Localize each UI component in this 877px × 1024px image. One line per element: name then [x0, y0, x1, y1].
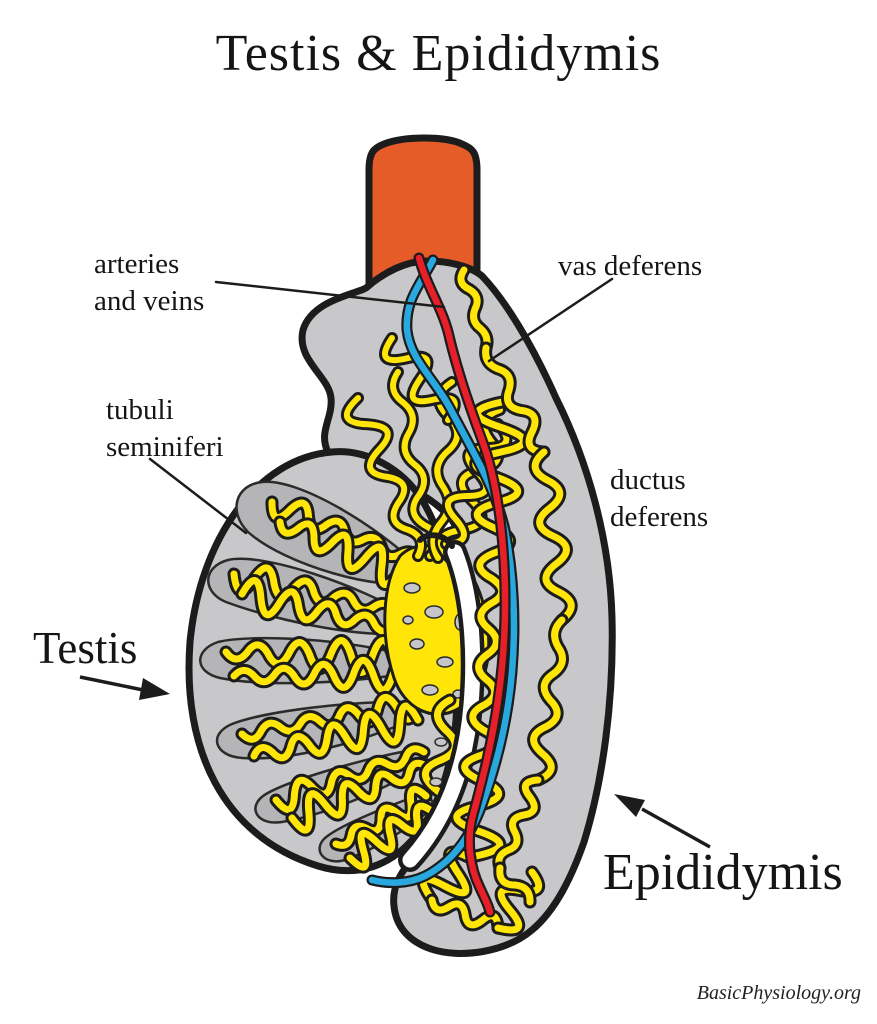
tubule-squiggle — [227, 651, 420, 697]
diagram-title: Testis & Epididymis — [215, 25, 662, 82]
epididymis-arrow — [614, 794, 711, 849]
ductus-deferens-segment — [528, 445, 578, 627]
label-epididymis: Epididymis — [603, 844, 843, 901]
arteries-veins-leader — [214, 280, 446, 309]
rete-spot — [421, 684, 439, 696]
label-line: arteries — [94, 248, 180, 280]
rete-spot — [402, 615, 414, 625]
rete-spot — [403, 582, 421, 594]
label-line: tubuli — [106, 394, 174, 426]
label-ductus-deferens: ductus deferens — [610, 462, 708, 536]
rete-spot — [429, 777, 443, 787]
label-vas-deferens: vas deferens — [558, 248, 702, 285]
ductus-deferens — [454, 263, 578, 909]
ductus-deferens-segment — [454, 263, 494, 355]
ductus-deferens-segment — [527, 613, 569, 787]
label-line: vas deferens — [558, 250, 703, 282]
tubule-squiggle — [343, 799, 437, 874]
label-line: deferens — [610, 501, 709, 534]
artery — [413, 252, 511, 918]
artery-line — [415, 254, 509, 916]
rete-spot — [434, 737, 448, 747]
ductus-deferens-segment — [492, 773, 545, 875]
ductus-deferens-segment — [479, 341, 551, 459]
testis-arrow — [79, 675, 170, 700]
label-line: and veins — [94, 285, 205, 318]
tubule-squiggle — [329, 782, 433, 852]
label-line: seminiferi — [106, 431, 224, 464]
credit-text: BasicPhysiology.org — [696, 982, 861, 1004]
testis-epididymis-gap — [398, 532, 485, 872]
vas-deferens-leader — [487, 277, 614, 363]
vein — [366, 254, 520, 889]
leader-lines — [148, 277, 614, 535]
efferent-duct-squiggle — [341, 392, 427, 562]
lobule — [235, 480, 422, 586]
label-arteries-veins: arteries and veins — [94, 246, 204, 320]
gap-hook — [417, 532, 455, 549]
gap-white — [402, 544, 481, 868]
efferent-duct-squiggle — [434, 404, 506, 566]
tubule-squiggle — [269, 742, 431, 816]
rete-spot — [409, 638, 425, 650]
label-line: ductus — [610, 464, 686, 496]
rete-spot — [436, 656, 454, 668]
ductus-deferens-segment — [493, 861, 537, 909]
label-testis: Testis — [33, 623, 138, 673]
spermatic-cord-shape — [365, 134, 481, 300]
epididymis-tail-coil — [491, 865, 546, 937]
tubule-squiggle — [247, 699, 425, 765]
tubuli-seminiferi-leader — [148, 457, 248, 535]
tubule-squiggle — [235, 574, 419, 639]
rete-spots-lower — [429, 737, 448, 787]
vein-line — [368, 256, 518, 886]
seminiferous-tubules — [219, 495, 437, 874]
tubule-squiggle — [285, 756, 433, 837]
rete-spot — [424, 605, 444, 619]
efferent-duct-squiggle — [387, 366, 444, 562]
label-tubuli-seminiferi: tubuli seminiferi — [106, 392, 224, 466]
